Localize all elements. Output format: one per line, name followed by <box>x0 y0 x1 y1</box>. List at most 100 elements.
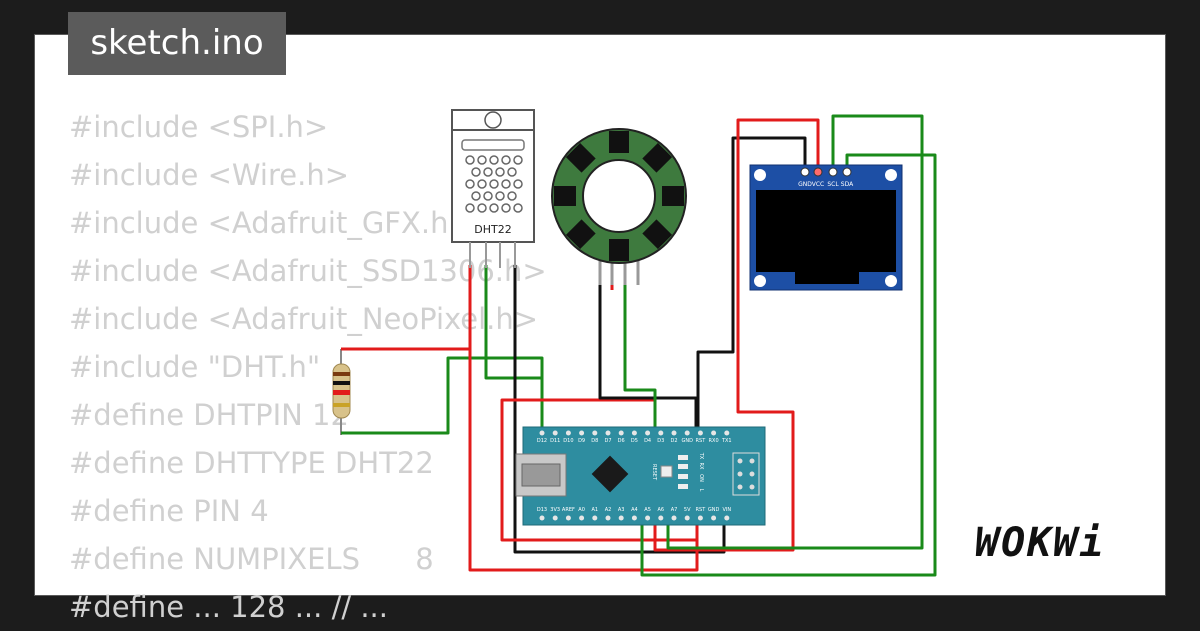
wire-green <box>640 153 937 577</box>
wire-black <box>513 265 726 554</box>
file-tab[interactable]: sketch.ino <box>68 12 286 75</box>
oled-pin-gnd: GND <box>798 181 812 188</box>
oled-pin-sda: SDA <box>841 181 854 188</box>
top-pin-label: TX1 <box>721 438 732 444</box>
top-pin-label: D8 <box>591 438 598 444</box>
top-pin[interactable] <box>645 430 651 436</box>
top-pin[interactable] <box>539 430 545 436</box>
top-pin[interactable] <box>592 430 598 436</box>
oled-pin-scl: SCL <box>827 181 839 188</box>
bottom-pin[interactable] <box>618 515 624 521</box>
code-line: #include <Adafruit_SSD1306.h> <box>69 254 547 288</box>
dht22-sensor[interactable]: DHT22 <box>451 109 535 268</box>
bottom-pin[interactable] <box>565 515 571 521</box>
top-pin-label: RX0 <box>709 438 719 444</box>
wire-green <box>666 114 924 550</box>
oled-display[interactable]: GND VCC SCL SDA <box>749 164 903 291</box>
code-line: #include <Wire.h> <box>69 158 350 192</box>
top-pin-label: RST <box>696 438 707 444</box>
top-pin-label: D6 <box>618 438 625 444</box>
top-pin-label: D11 <box>550 438 560 444</box>
code-line: #define ... 128 ... // ... <box>69 590 388 624</box>
wires <box>341 114 937 577</box>
code-line: #define DHTPIN 12 <box>69 398 349 432</box>
top-pin[interactable] <box>697 430 703 436</box>
top-pin[interactable] <box>605 430 611 436</box>
top-pin[interactable] <box>684 430 690 436</box>
led-label-on: ON <box>698 474 704 482</box>
reset-button[interactable] <box>660 465 673 478</box>
bottom-pin[interactable] <box>684 515 690 521</box>
oled-pin-vcc: VCC <box>812 181 824 188</box>
top-pin[interactable] <box>658 430 664 436</box>
bottom-pin-label: VIN <box>722 507 731 513</box>
code-line: #include "DHT.h" <box>69 350 321 384</box>
code-line: #include <SPI.h> <box>69 110 329 144</box>
top-pin[interactable] <box>724 430 730 436</box>
bottom-pin-label: 5V <box>684 507 691 513</box>
bottom-pin-label: A1 <box>591 507 598 513</box>
top-pin[interactable] <box>565 430 571 436</box>
bottom-pin[interactable] <box>579 515 585 521</box>
top-pin[interactable] <box>552 430 558 436</box>
bottom-pin[interactable] <box>645 515 651 521</box>
resistor[interactable] <box>332 349 351 435</box>
top-pin-label: GND <box>681 438 693 444</box>
dht22-label: DHT22 <box>474 223 511 236</box>
wire-black <box>696 136 807 432</box>
top-pin-label: D7 <box>604 438 611 444</box>
microcontroller-chip <box>591 455 629 493</box>
top-pin-label: D9 <box>578 438 585 444</box>
top-pin-label: D3 <box>657 438 664 444</box>
bottom-pin[interactable] <box>631 515 637 521</box>
code-line: #define DHTTYPE DHT22 <box>69 446 434 480</box>
bottom-pin[interactable] <box>671 515 677 521</box>
code-line: #define NUMPIXELS 8 <box>69 542 434 576</box>
reset-label: RESET <box>651 464 657 481</box>
top-pin[interactable] <box>711 430 717 436</box>
bottom-pin-label: A0 <box>578 507 585 513</box>
wire-red <box>468 349 699 572</box>
led-label-rx: RX <box>698 463 704 470</box>
wire-black <box>598 265 698 432</box>
wire-green <box>623 265 657 432</box>
led-label-l: L <box>698 489 704 492</box>
wire-red <box>341 265 472 351</box>
wire-red <box>653 118 820 552</box>
bottom-pin-label: A2 <box>605 507 612 513</box>
top-pin[interactable] <box>618 430 624 436</box>
bottom-pin[interactable] <box>724 515 730 521</box>
bottom-pin-label: RST <box>696 507 707 513</box>
bottom-pin-label: A4 <box>631 507 638 513</box>
bottom-pin[interactable] <box>697 515 703 521</box>
bottom-pin-label: D13 <box>537 507 547 513</box>
top-pin-label: D12 <box>537 438 547 444</box>
bottom-pin[interactable] <box>592 515 598 521</box>
bottom-pin[interactable] <box>711 515 717 521</box>
code-line: #include <Adafruit_NeoPixel.h> <box>69 302 539 336</box>
top-pin[interactable] <box>671 430 677 436</box>
bottom-pin[interactable] <box>605 515 611 521</box>
top-pin-label: D4 <box>644 438 651 444</box>
bottom-pin-label: A3 <box>618 507 625 513</box>
bottom-pin[interactable] <box>658 515 664 521</box>
neopixel-ring[interactable] <box>551 128 687 285</box>
top-pin-label: D5 <box>631 438 638 444</box>
top-pin[interactable] <box>631 430 637 436</box>
bottom-pin[interactable] <box>539 515 545 521</box>
top-pin[interactable] <box>579 430 585 436</box>
code-line: #include <Adafruit_GFX.h> <box>69 206 473 240</box>
wire-green <box>341 356 544 435</box>
top-pin-label: D10 <box>563 438 573 444</box>
bottom-pin-label: 3V3 <box>550 507 560 513</box>
bottom-pin-label: GND <box>708 507 720 513</box>
wokwi-logo: WOKWi <box>975 520 1106 566</box>
bottom-pin-label: A6 <box>657 507 664 513</box>
bottom-pin-label: A7 <box>671 507 678 513</box>
bottom-pin[interactable] <box>552 515 558 521</box>
led-label-tx: TX <box>698 452 704 460</box>
wire-green <box>484 265 542 380</box>
code-line: #define PIN 4 <box>69 494 269 528</box>
